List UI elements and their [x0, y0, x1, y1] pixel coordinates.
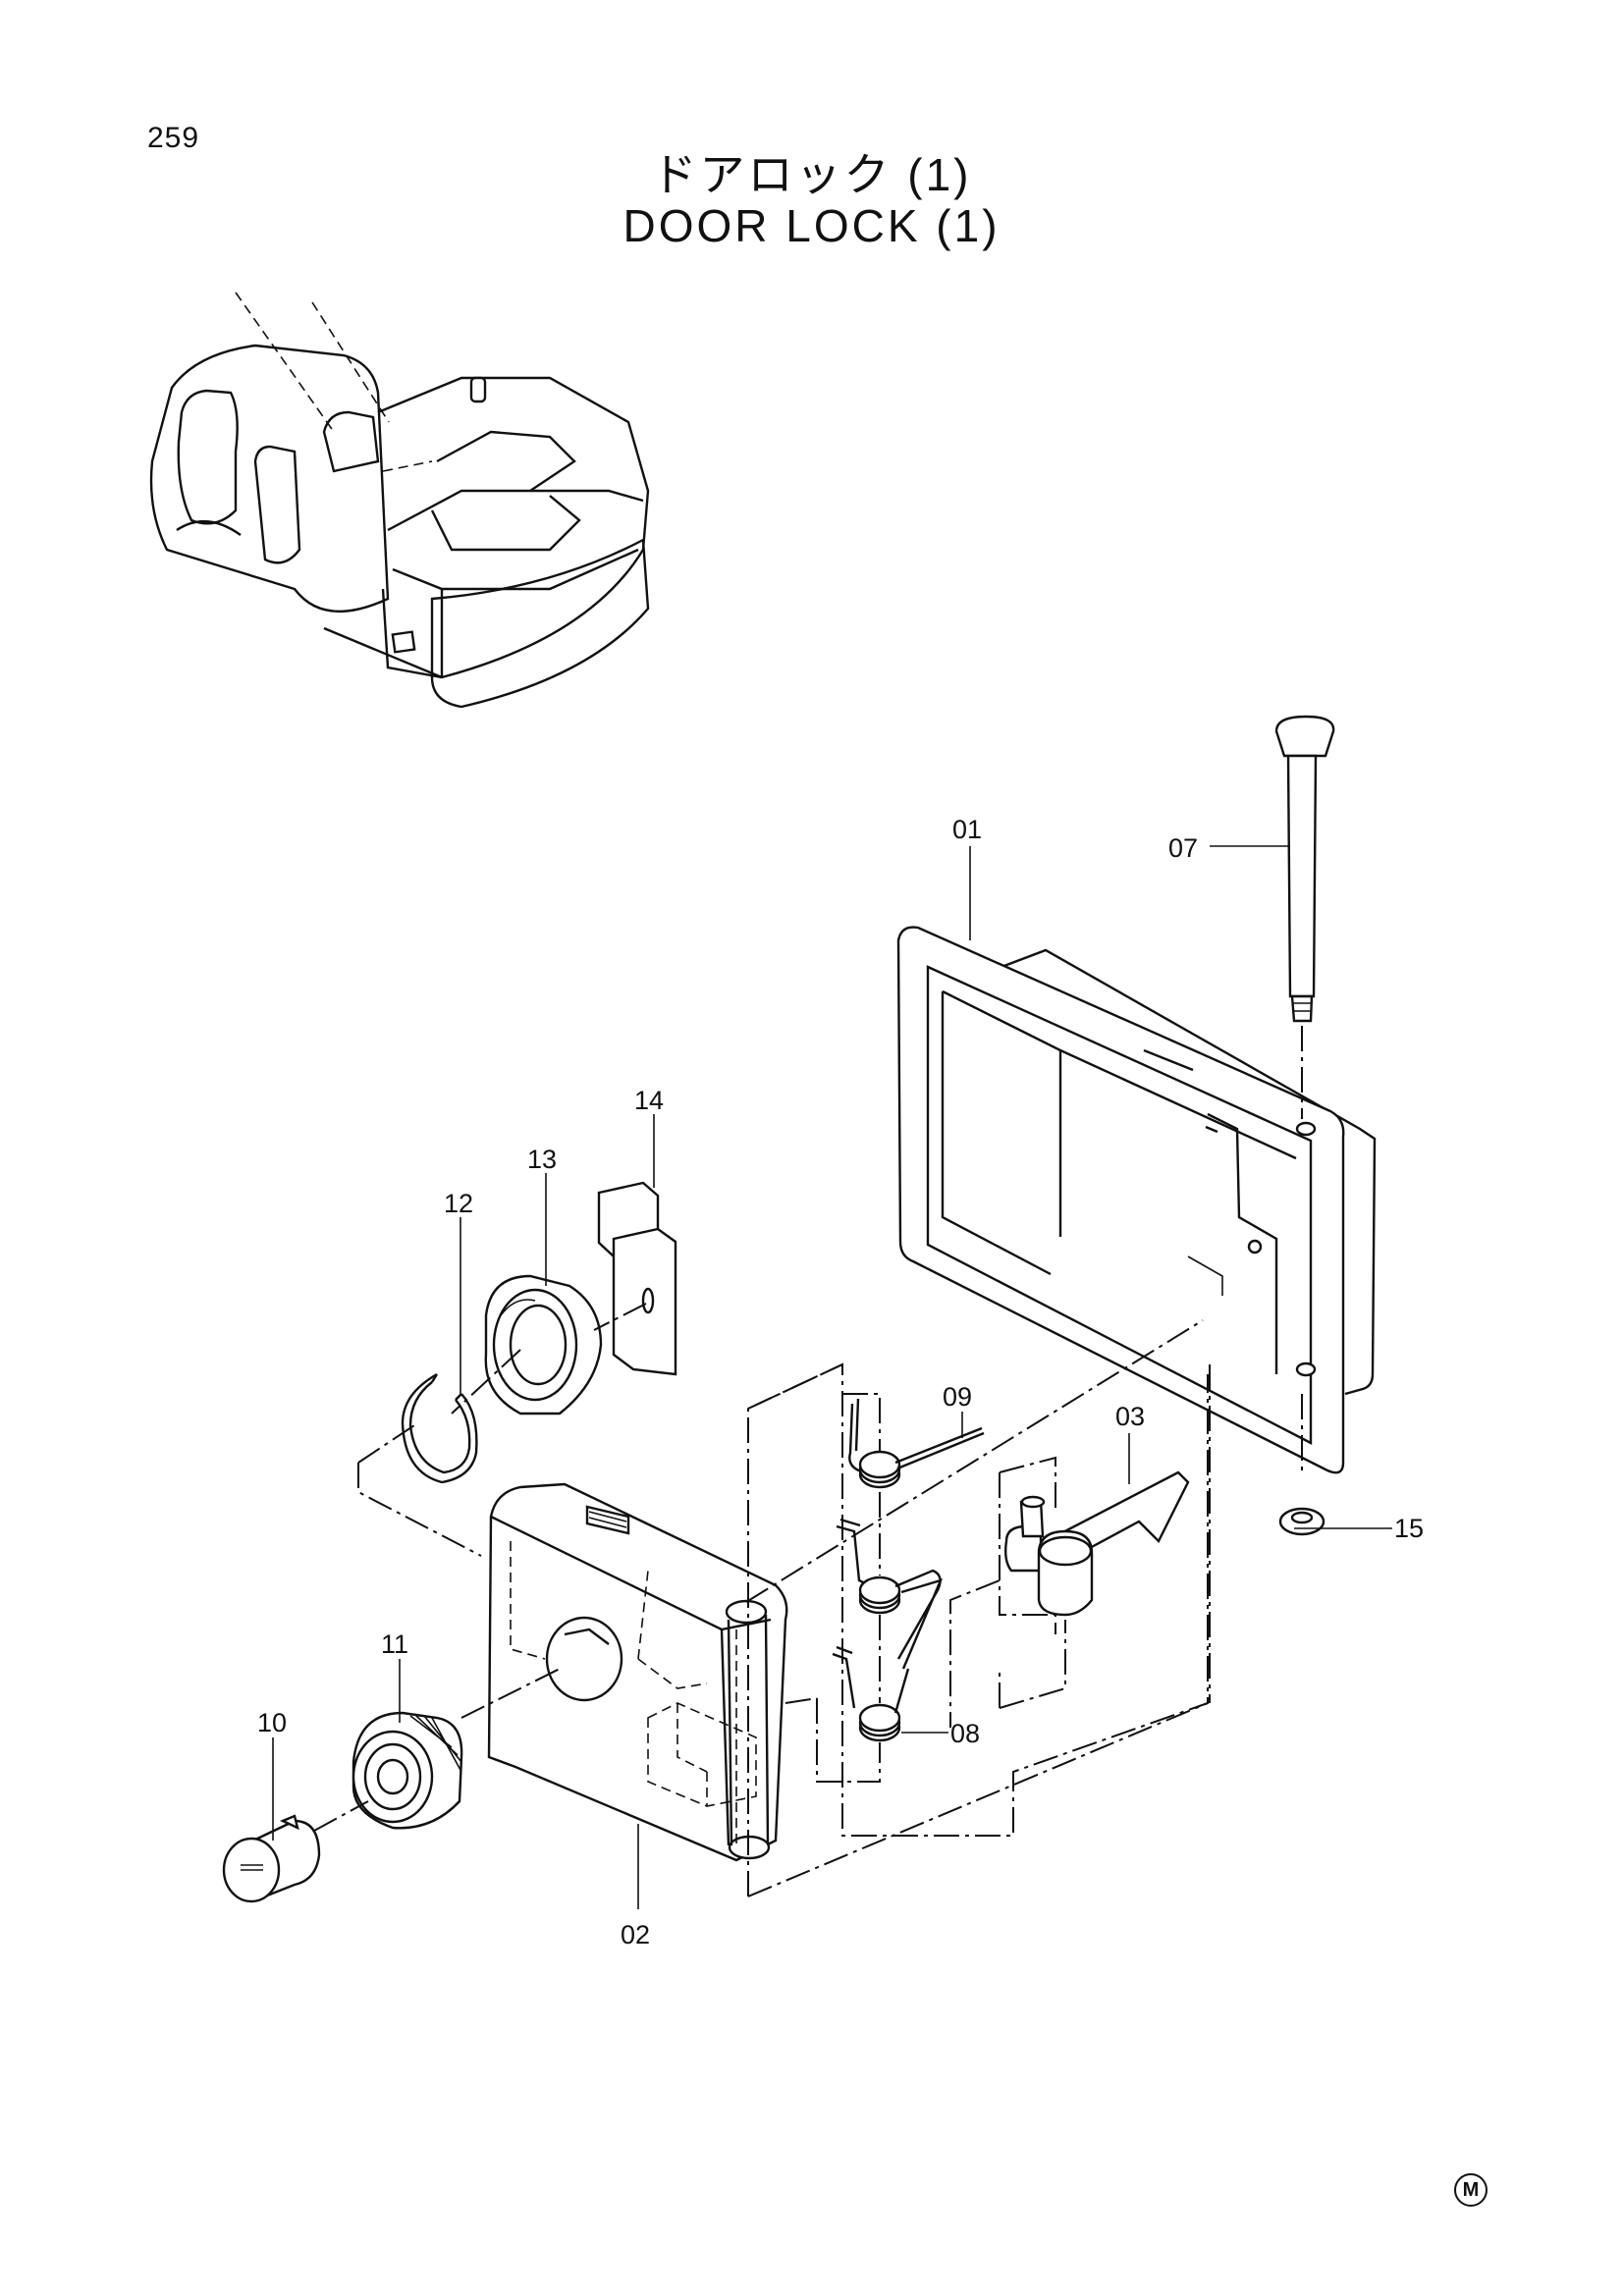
label-09: 09: [943, 1382, 972, 1412]
part-08-spring: [832, 1645, 910, 1742]
label-08: 08: [950, 1719, 980, 1748]
part-11-bushing: [352, 1711, 463, 1830]
part-14-plate: [597, 1181, 677, 1376]
title-japanese: ドアロック (1): [651, 149, 972, 200]
label-01: 01: [952, 815, 982, 844]
part-15-retaining-ring: [1278, 1507, 1325, 1536]
label-11: 11: [381, 1629, 408, 1659]
part-01-housing-frame: [896, 926, 1377, 1474]
part-13-nut: [484, 1274, 603, 1415]
excavator-overview: [149, 292, 650, 709]
part-09-spring-lower: [836, 1518, 944, 1670]
assembly-lines: [313, 1303, 1211, 1897]
label-15: 15: [1394, 1514, 1424, 1543]
part-02-lock-body: [487, 1482, 788, 1862]
part-10-key-cylinder: [222, 1814, 321, 1903]
label-14: 14: [634, 1086, 664, 1115]
label-07: 07: [1168, 833, 1198, 863]
title-english: DOOR LOCK (1): [622, 200, 1001, 251]
label-02: 02: [621, 1920, 650, 1949]
label-13: 13: [527, 1145, 557, 1174]
label-10: 10: [257, 1708, 287, 1737]
part-12-snap-ring: [401, 1372, 478, 1484]
part-07-pin: [1274, 715, 1335, 1472]
label-03: 03: [1115, 1402, 1145, 1431]
leader-lines: [272, 845, 1392, 1909]
part-09-spring: [848, 1398, 985, 1489]
m-mark: M: [1454, 2173, 1488, 2207]
label-12: 12: [444, 1189, 473, 1218]
page-number: 259: [147, 122, 200, 154]
part-03-latch: [1003, 1470, 1190, 1617]
